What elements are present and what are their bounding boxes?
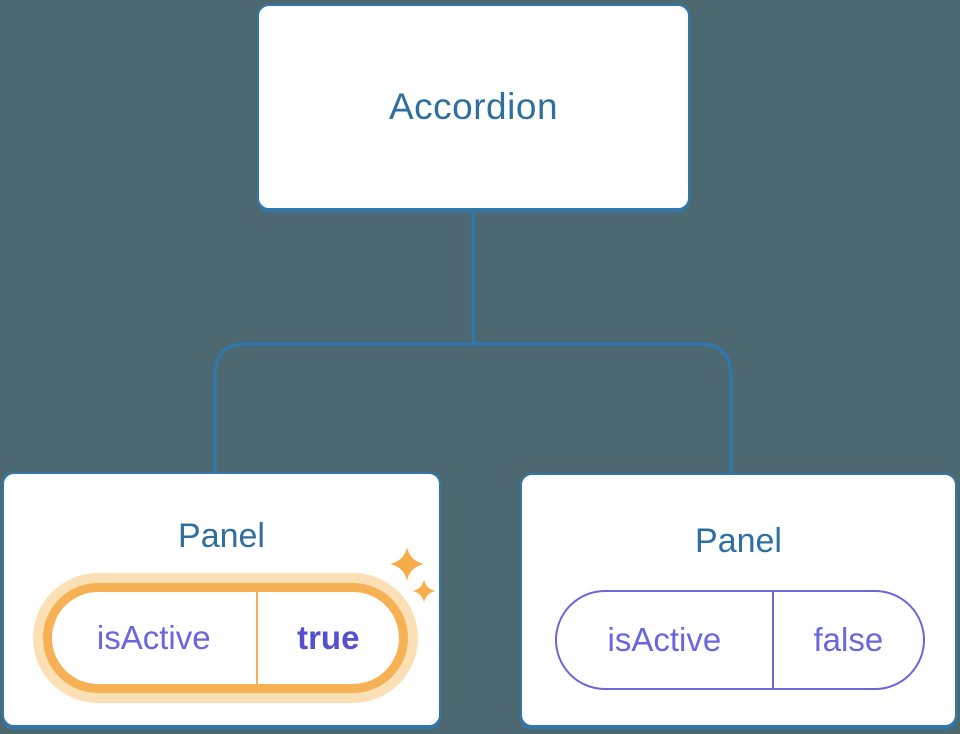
state-pill-active: isActive true (43, 583, 408, 693)
tree-node-panel-active: Panel isActive true (2, 472, 441, 727)
tree-node-accordion: Accordion (257, 4, 690, 210)
state-prop-name: isActive (52, 592, 258, 684)
accordion-label: Accordion (388, 86, 559, 127)
sparkle-icon-large (390, 547, 424, 581)
panel-title: Panel (178, 517, 265, 555)
sparkle-icon-small (412, 579, 436, 603)
branch-line (213, 342, 733, 475)
tree-node-panel-inactive: Panel isActive false (520, 473, 957, 727)
state-prop-value: true (297, 619, 360, 656)
panel-title: Panel (695, 522, 782, 560)
state-pill-inactive: isActive false (555, 590, 925, 690)
state-prop-name: isActive (557, 592, 774, 688)
state-prop-value: false (813, 621, 884, 658)
